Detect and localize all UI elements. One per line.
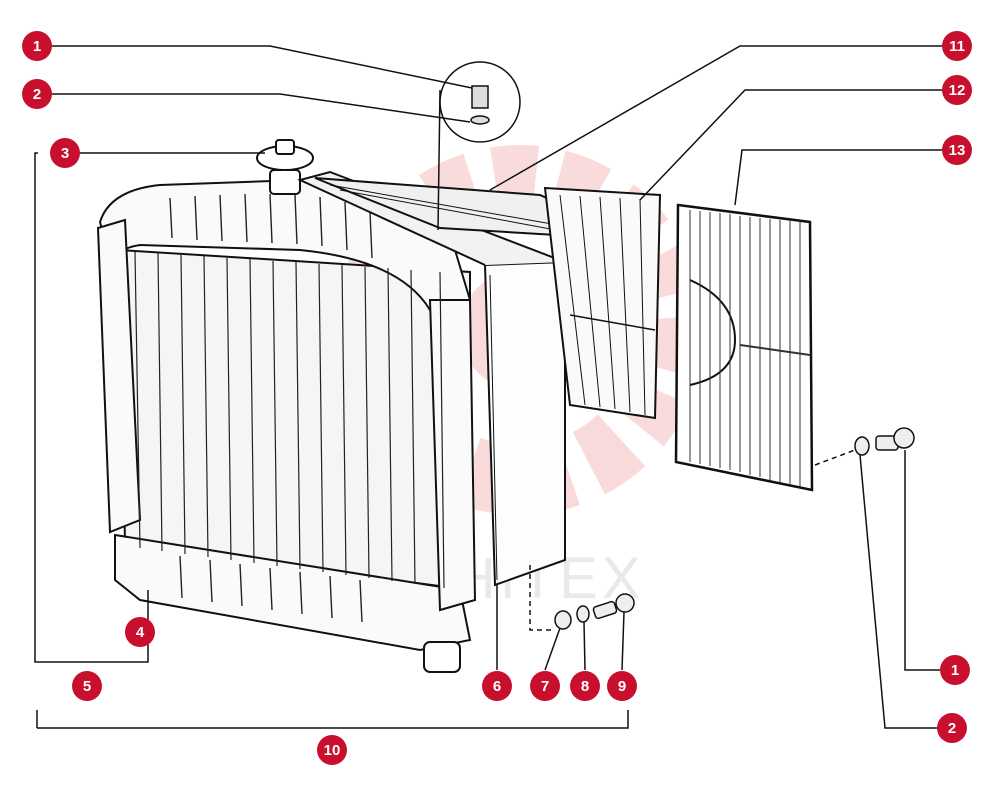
callout-badge-10: 10 [317, 735, 347, 765]
callout-label: 2 [33, 86, 41, 103]
callout-label: 11 [949, 38, 965, 55]
callout-badge-6: 6 [482, 671, 512, 701]
callout-badge-9: 9 [607, 671, 637, 701]
callout-label: 13 [949, 142, 966, 159]
callout-label: 1 [951, 662, 959, 679]
callout-label: 10 [324, 742, 341, 759]
callout-badge-11: 11 [942, 31, 972, 61]
inset-bolt-detail [439, 61, 521, 143]
callout-badge-8: 8 [570, 671, 600, 701]
callout-label: 3 [61, 145, 69, 162]
badge-circle [942, 31, 972, 61]
badge-circle [22, 31, 52, 61]
radiator-assembly [96, 178, 477, 673]
badge-circle [125, 617, 155, 647]
bolt-washer-set-right [854, 427, 915, 456]
callout-label: 4 [136, 624, 145, 641]
badge-circle [22, 79, 52, 109]
callout-label: 2 [948, 720, 956, 737]
top-tank-ribs [169, 193, 373, 259]
callout-badge-5: 5 [72, 671, 102, 701]
mesh-screen-bars [689, 210, 811, 487]
badge-circle [72, 671, 102, 701]
badge-circle [940, 655, 970, 685]
callout-label: 7 [541, 678, 549, 695]
leader-lines [34, 45, 957, 729]
callout-label: 9 [618, 678, 626, 695]
callout-label: 5 [83, 678, 91, 695]
callout-label: 6 [493, 678, 501, 695]
grille-panel [543, 186, 662, 420]
callout-badge-13: 13 [942, 135, 972, 165]
badge-circle [942, 75, 972, 105]
badge-circle [482, 671, 512, 701]
callout-badge-3: 3 [50, 138, 80, 168]
badge-circle [317, 735, 347, 765]
callout-badge-12: 12 [942, 75, 972, 105]
callout-badge-2-top: 2 [22, 79, 52, 109]
badge-circle [570, 671, 600, 701]
callout-badge-1-top: 1 [22, 31, 52, 61]
badge-circle [607, 671, 637, 701]
badge-circle [50, 138, 80, 168]
mesh-screen [674, 203, 814, 492]
radiator-core-fins [134, 251, 445, 589]
callout-badge-7: 7 [530, 671, 560, 701]
bolt-washer-set-bottom [554, 593, 635, 630]
callout-badge-4: 4 [125, 617, 155, 647]
callout-badge-2-bottom: 2 [937, 713, 967, 743]
callout-label: 12 [949, 82, 966, 99]
badge-circle [942, 135, 972, 165]
bottom-tank-ribs [179, 555, 363, 623]
callout-label: 8 [581, 678, 589, 695]
filler-cap [256, 139, 314, 195]
badge-circle [937, 713, 967, 743]
badge-circle [530, 671, 560, 701]
callout-label: 1 [33, 38, 41, 55]
callout-badge-1-bottom: 1 [940, 655, 970, 685]
